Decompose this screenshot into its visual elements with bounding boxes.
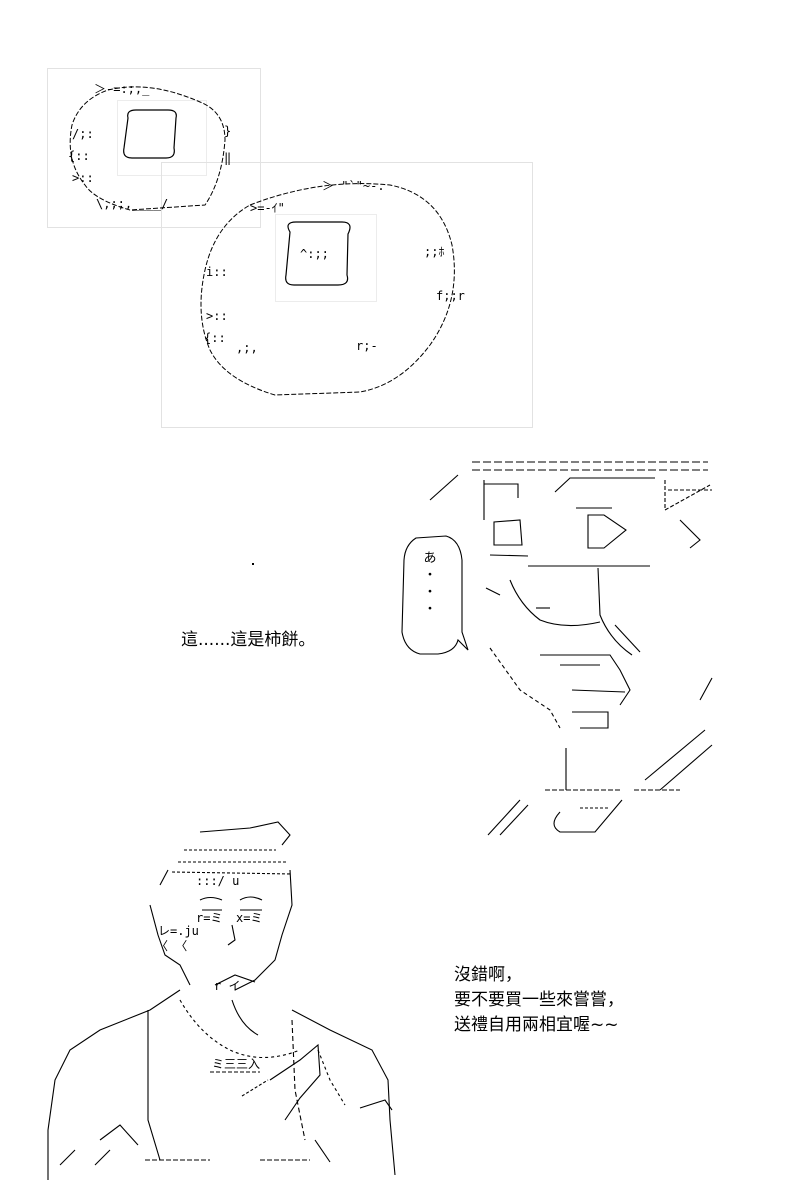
svg-text:\,;;,____/: \,;;,____/: [96, 197, 168, 211]
svg-text:＞ "`"~-.: ＞ "`"~-.: [322, 179, 385, 193]
svg-text:>=-ｲ": >=-ｲ": [250, 201, 285, 215]
small-dot: [252, 563, 254, 565]
persimmon-panel-large: [161, 162, 533, 428]
svg-text:＞-=:;,_: ＞-=:;,_: [94, 82, 150, 96]
speech-line-2: 要不要買一些來嘗嘗，: [454, 990, 624, 1010]
svg-text:;;ﾎ: ;;ﾎ: [424, 245, 444, 259]
svg-text::::/ u: :::/ u: [196, 874, 239, 888]
svg-text:r イ: r イ: [214, 979, 240, 993]
svg-text:>::: >::: [206, 309, 228, 323]
svg-text:〈 〈: 〈 〈: [156, 939, 187, 953]
svg-text:レ=.ju: レ=.ju: [158, 924, 199, 938]
persimmon-panel-small: [47, 68, 261, 228]
svg-text:/;:: /;:: [72, 127, 94, 141]
caption-text: 這......這是柿餅。: [181, 630, 316, 650]
svg-text:r;-: r;-: [356, 339, 378, 353]
speech-bubble-text: あ ・ ・ ・: [423, 551, 437, 617]
svg-text:ミ三三入: ミ三三入: [212, 1057, 260, 1071]
svg-text:{::: {::: [204, 331, 226, 345]
persimmon-panel-small-inner: [117, 100, 207, 176]
svg-text:‖: ‖: [224, 151, 231, 165]
svg-text:x=ミ: x=ミ: [236, 911, 262, 925]
svg-text:^:;;: ^:;;: [300, 247, 329, 261]
speech-line-3: 送禮自用兩相宜喔~~: [454, 1015, 619, 1035]
svg-text:,;,: ,;,: [236, 341, 258, 355]
speech-line-1: 沒錯啊，: [454, 965, 522, 985]
svg-text:}: }: [224, 124, 231, 138]
svg-text:{::: {::: [68, 149, 90, 163]
svg-text:r=ミ: r=ミ: [196, 911, 222, 925]
svg-text:i::: i::: [206, 265, 228, 279]
svg-text:>::: >::: [72, 171, 94, 185]
persimmon-panel-large-inner: [275, 214, 377, 302]
svg-text:f;;r: f;;r: [436, 289, 465, 303]
